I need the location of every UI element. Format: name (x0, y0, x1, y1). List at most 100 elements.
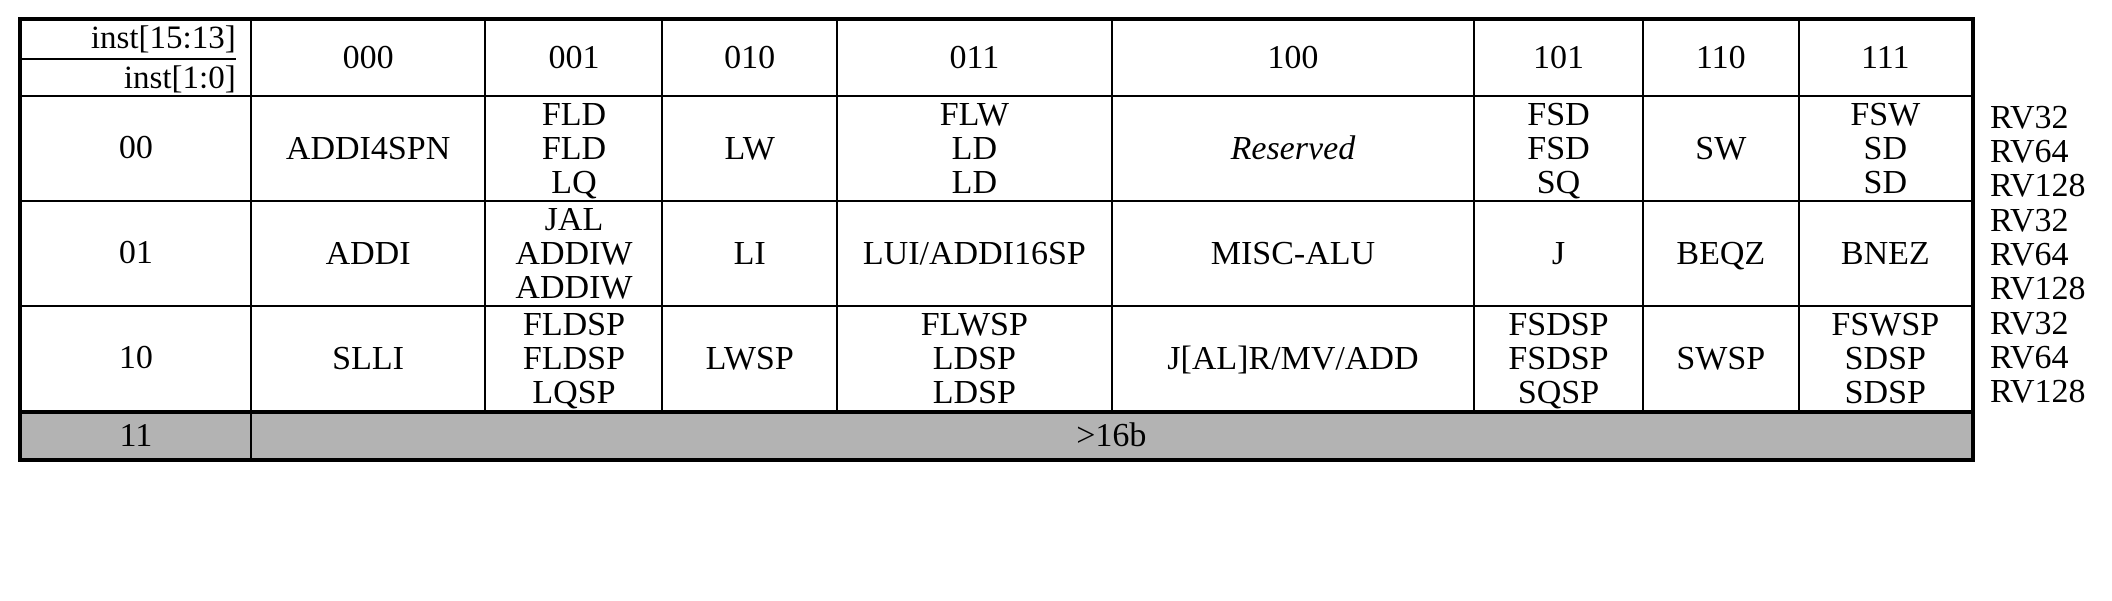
column-header-100: 100 (1110, 17, 1475, 97)
xlen-labels-row-10: RV32 RV64 RV128 (1984, 307, 2110, 409)
cell-00-010: LW (661, 96, 838, 202)
cell-01-000: ADDI (249, 201, 487, 307)
opcode-mnemonic: SLLI (332, 339, 404, 377)
cell-01-010: LI (661, 201, 838, 307)
cell-10-110: SWSP (1641, 306, 1800, 412)
opcode-mnemonic: SQSP (1517, 373, 1600, 411)
cell-01-011: LUI/ADDI16SP (835, 201, 1113, 307)
opcode-mnemonic: JAL (544, 200, 604, 238)
opcode-mnemonic: J[AL]R/MV/ADD (1167, 339, 1419, 377)
row-header-split-cell: inst[15:13] inst[1:0] (19, 17, 252, 97)
column-header-111: 111 (1797, 17, 1975, 97)
cell-10-000: SLLI (249, 306, 487, 412)
xlen-label-rv128: RV128 (1990, 270, 2086, 307)
gt16b-label: >16b (249, 410, 1975, 462)
opcode-mnemonic: FSD (1527, 95, 1590, 133)
opcode-mnemonic: ADDI (325, 234, 411, 272)
opcode-mnemonic: BEQZ (1676, 234, 1766, 272)
inst-15-13-label: inst[15:13] (90, 20, 236, 56)
xlen-label-rv64: RV64 (1990, 339, 2069, 376)
xlen-label-rv128: RV128 (1990, 373, 2086, 410)
opcode-mnemonic: FLW (939, 95, 1009, 133)
opcode-mnemonic: SWSP (1676, 339, 1766, 377)
opcode-mnemonic: ADDIW (515, 234, 633, 272)
row-key-01: 01 (18, 201, 252, 307)
opcode-mnemonic: FSDSP (1508, 305, 1609, 343)
opcode-mnemonic: LDSP (932, 373, 1016, 411)
cell-01-111: BNEZ (1797, 201, 1975, 307)
opcode-mnemonic: SW (1695, 129, 1747, 167)
column-header-001: 001 (484, 17, 664, 97)
opcode-mnemonic: SD (1863, 163, 1908, 201)
opcode-map-table: inst[15:13] inst[1:0] 000 001 010 011 10… (18, 17, 1975, 462)
column-header-010: 010 (661, 17, 838, 97)
column-header-101: 101 (1472, 17, 1644, 97)
cell-01-101: J (1472, 201, 1644, 307)
opcode-mnemonic: ADDI4SPN (285, 129, 451, 167)
opcode-mnemonic: LQ (551, 163, 597, 201)
opcode-mnemonic: J (1551, 234, 1566, 272)
xlen-label-rv64: RV64 (1990, 236, 2069, 273)
opcode-mnemonic: SD (1863, 129, 1908, 167)
opcode-mnemonic: SQ (1536, 163, 1581, 201)
opcode-mnemonic: LWSP (705, 339, 794, 377)
cell-01-110: BEQZ (1641, 201, 1800, 307)
inst-1-0-label: inst[1:0] (22, 58, 236, 97)
opcode-mnemonic: FSW (1850, 95, 1921, 133)
opcode-mnemonic: FLD (541, 95, 607, 133)
xlen-label-rv128: RV128 (1990, 167, 2086, 204)
cell-00-100: Reserved (1110, 96, 1475, 202)
opcode-mnemonic: FLWSP (920, 305, 1028, 343)
opcode-mnemonic: FSWSP (1831, 305, 1940, 343)
xlen-label-rv32: RV32 (1990, 305, 2069, 342)
xlen-label-rv32: RV32 (1990, 202, 2069, 239)
row-key-00: 00 (18, 96, 252, 202)
table-header-row: inst[15:13] inst[1:0] 000 001 010 011 10… (19, 17, 1975, 97)
opcode-mnemonic: FLD (541, 129, 607, 167)
cell-00-000: ADDI4SPN (249, 96, 487, 202)
opcode-mnemonic: ADDIW (515, 268, 633, 306)
opcode-mnemonic: MISC-ALU (1210, 234, 1376, 272)
opcode-mnemonic: Reserved (1230, 129, 1356, 167)
opcode-mnemonic: FLDSP (522, 339, 625, 377)
opcode-mnemonic: LW (724, 129, 775, 167)
cell-10-100: J[AL]R/MV/ADD (1110, 306, 1475, 412)
opcode-mnemonic: LUI/ADDI16SP (862, 234, 1086, 272)
cell-10-010: LWSP (661, 306, 838, 412)
opcode-mnemonic: SDSP (1844, 339, 1926, 377)
xlen-label-rv64: RV64 (1990, 133, 2069, 170)
column-header-110: 110 (1641, 17, 1800, 97)
opcode-mnemonic: LD (951, 163, 997, 201)
column-header-011: 011 (835, 17, 1113, 97)
cell-01-100: MISC-ALU (1110, 201, 1475, 307)
row-key-10: 10 (18, 306, 252, 412)
xlen-label-rv32: RV32 (1990, 99, 2069, 136)
opcode-mnemonic: FSDSP (1508, 339, 1609, 377)
table-row-reserved: 11 >16b (18, 410, 1975, 462)
opcode-mnemonic: BNEZ (1840, 234, 1930, 272)
opcode-mnemonic: LI (733, 234, 766, 272)
column-header-000: 000 (249, 17, 487, 97)
opcode-mnemonic: FSD (1527, 129, 1590, 167)
opcode-mnemonic: LDSP (932, 339, 1016, 377)
opcode-mnemonic: SDSP (1844, 373, 1926, 411)
cell-00-110: SW (1641, 96, 1800, 202)
xlen-labels-row-00: RV32 RV64 RV128 (1984, 101, 2110, 203)
rvc-opcode-map-figure: inst[15:13] inst[1:0] 000 001 010 011 10… (18, 17, 2094, 462)
opcode-mnemonic: LD (951, 129, 997, 167)
opcode-mnemonic: LQSP (532, 373, 616, 411)
row-key-11: 11 (18, 410, 252, 462)
